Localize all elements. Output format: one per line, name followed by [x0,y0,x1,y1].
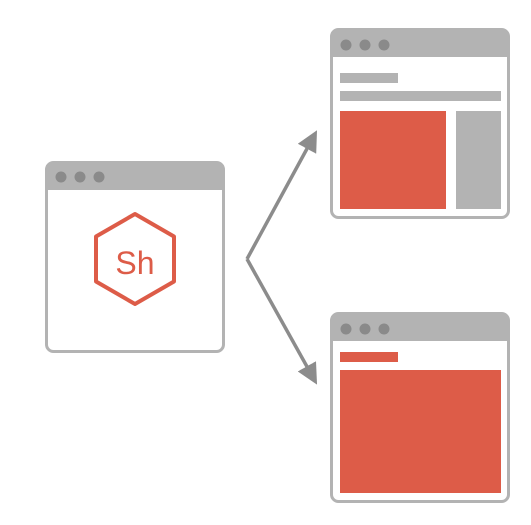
target-window-top [330,28,510,219]
top-window-main-content [340,111,446,209]
source-window-titlebar [46,162,224,190]
top-window-heading-bar [340,73,398,83]
source-window: Sh [45,161,225,353]
top-window-titlebar [331,29,509,57]
bottom-window-main-content [340,370,501,493]
top-window-sidebar [456,111,501,209]
top-window-nav-bar [340,91,501,101]
hexagon-logo-icon: Sh [94,212,176,306]
window-dots-icon [340,323,390,335]
arrow-icon [245,130,318,385]
target-window-bottom [330,312,510,503]
bottom-window-heading-bar [340,352,398,362]
bottom-window-titlebar [331,313,509,341]
window-dots-icon [55,171,105,183]
logo-text: Sh [115,245,154,281]
window-dots-icon [340,39,390,51]
